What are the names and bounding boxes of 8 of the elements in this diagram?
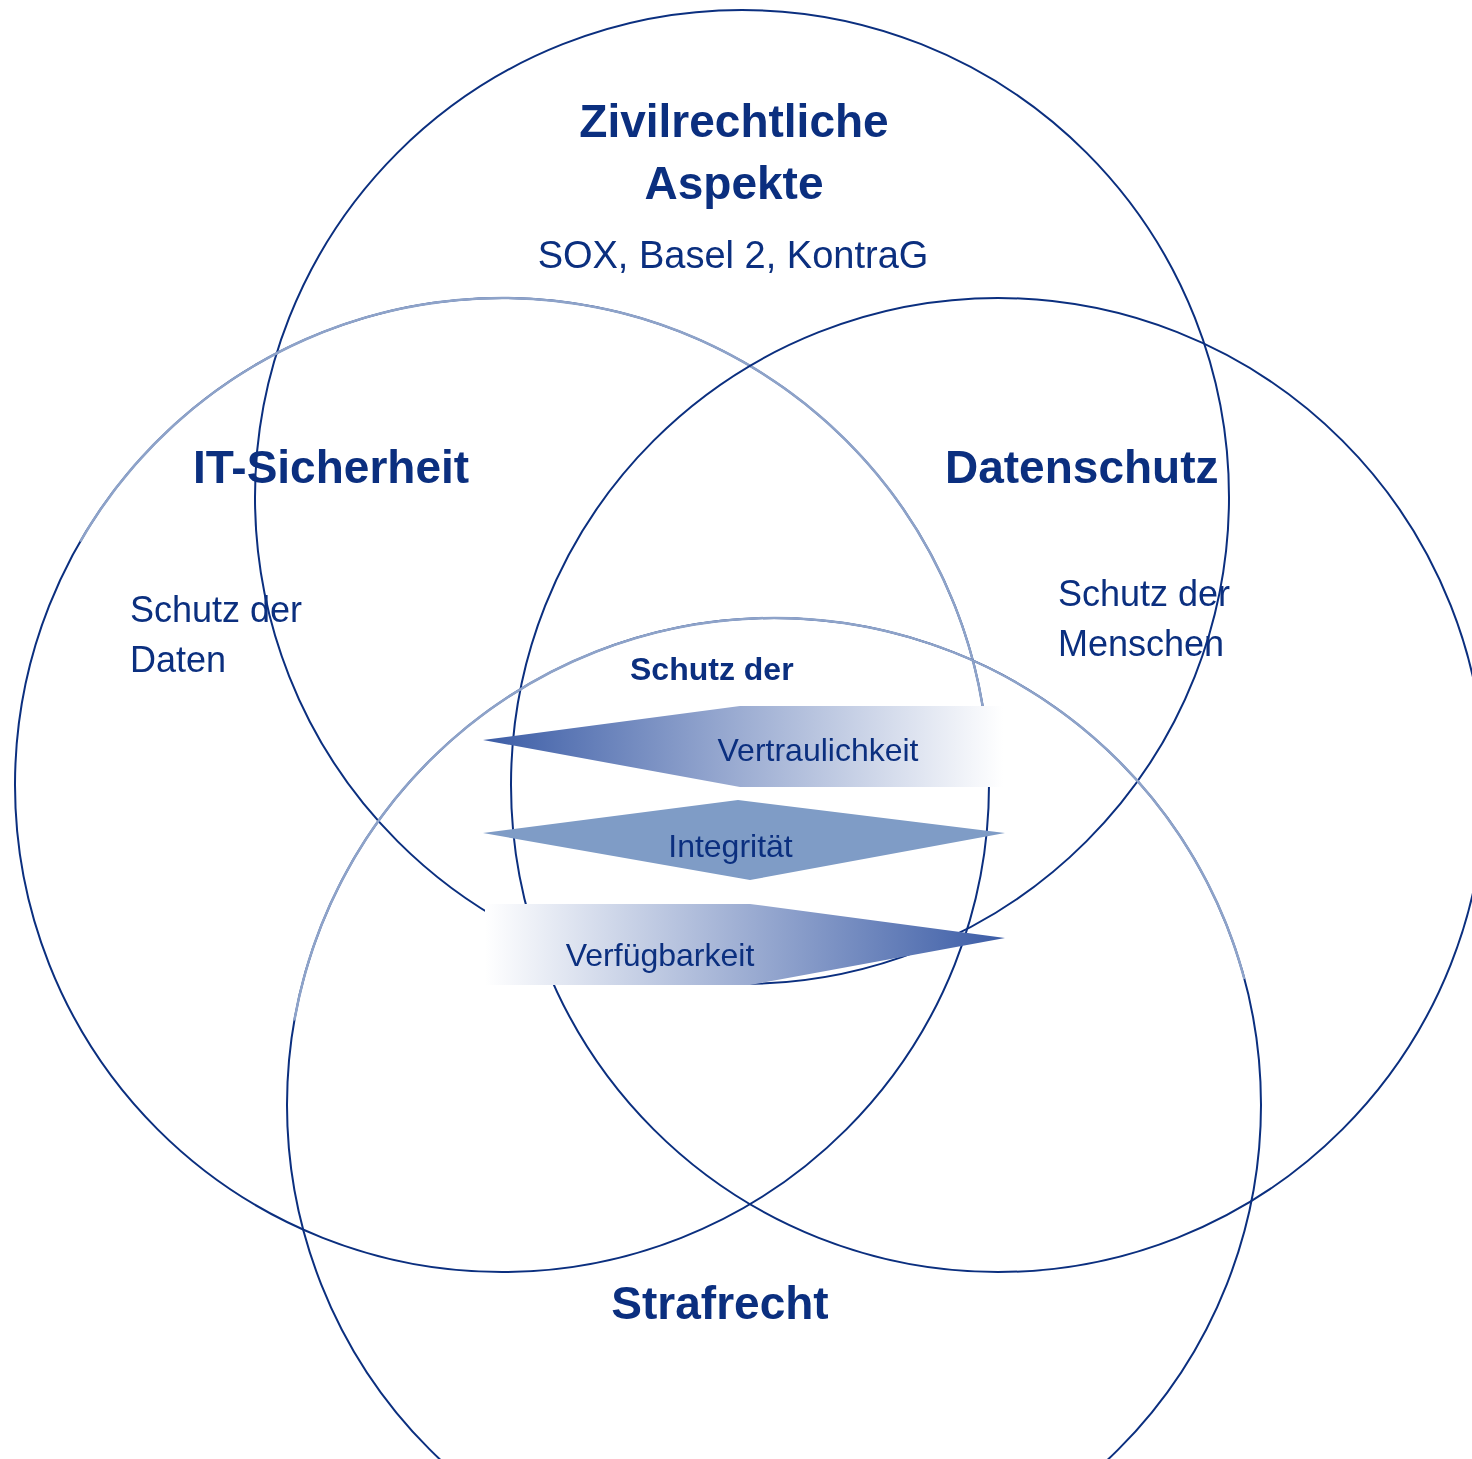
heading-label: Schutz der — [630, 650, 795, 688]
arrow-label: Integrität — [667, 827, 794, 865]
circle-title: Datenschutz — [945, 440, 1220, 495]
circle-title: Zivilrechtliche Aspekte — [578, 94, 890, 211]
circle-title: Strafrecht — [610, 1276, 830, 1331]
circle-subtitle: SOX, Basel 2, KontraG — [536, 233, 930, 278]
arrow-label: Verfügbarkeit — [564, 936, 756, 974]
arrow-label: Vertraulichkeit — [716, 731, 920, 769]
